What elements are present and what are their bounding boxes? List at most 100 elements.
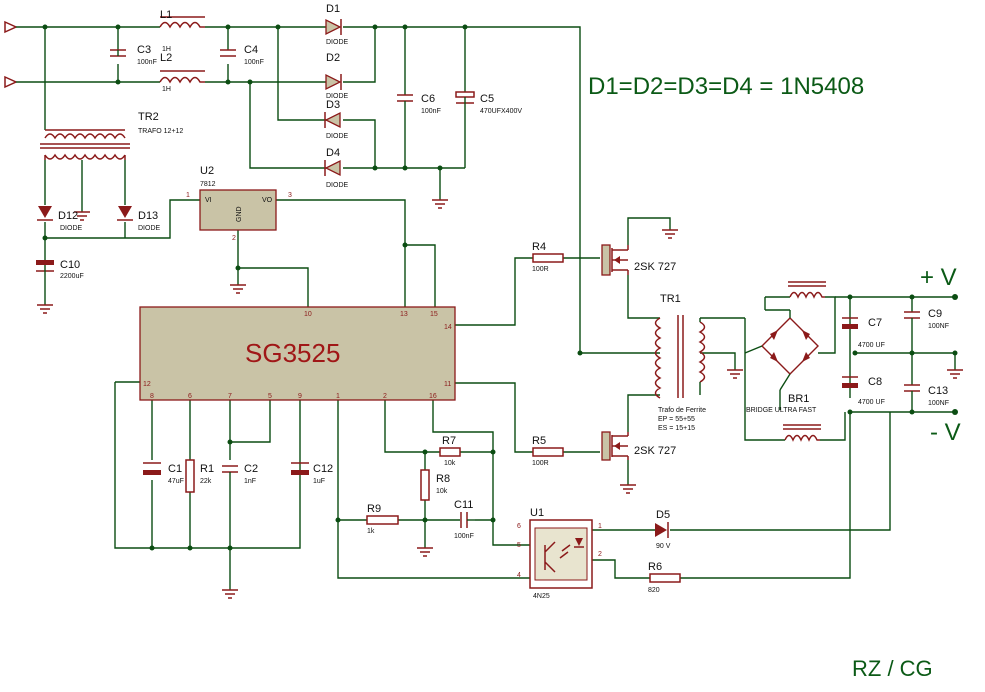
u1-ref: U1	[530, 507, 544, 519]
inductor-l2: L2 1H	[159, 52, 205, 93]
u2-pin3: 3	[288, 192, 292, 199]
tr1-ep: EP = 55+55	[658, 416, 695, 423]
c2-value: 1nF	[244, 478, 256, 485]
capacitor-c12: C12 1uF	[291, 462, 333, 485]
d13-ref: D13	[138, 210, 158, 222]
c3-value: 100nF	[137, 59, 157, 66]
c12-ref: C12	[313, 463, 333, 475]
capacitor-c6: C6 100nF	[397, 93, 441, 115]
u1-pin6: 6	[517, 523, 521, 530]
resistor-r8: R8 10k	[420, 469, 450, 501]
tr1-value: Trafo de Ferrite	[658, 407, 706, 414]
resistor-r5: R5 100R	[532, 435, 564, 467]
c12-value: 1uF	[313, 478, 325, 485]
u2-value: 7812	[200, 181, 216, 188]
ic-pin: 9	[298, 393, 302, 400]
r4-value: 100R	[532, 266, 549, 273]
c10-value: 2200uF	[60, 273, 84, 280]
d2-ref: D2	[326, 52, 340, 64]
u1-pin2: 2	[598, 551, 602, 558]
c2-ref: C2	[244, 463, 258, 475]
ground-symbols	[37, 199, 963, 599]
zener-d5: D5 90 V	[655, 509, 671, 550]
ic-pin: 1	[336, 393, 340, 400]
c3-ref: C3	[137, 44, 151, 56]
u2-pin1: 1	[186, 192, 190, 199]
output-inductor-top	[788, 281, 826, 299]
u1-pin5: 5	[517, 542, 521, 549]
c8-value: 4700 UF	[858, 399, 885, 406]
c7-value: 4700 UF	[858, 342, 885, 349]
q1-value: 2SK 727	[634, 261, 676, 273]
capacitor-c8: C8 4700 UF	[842, 376, 885, 406]
diode-d12: D12 DIODE	[37, 206, 83, 232]
capacitor-c13: C13 100NF	[904, 384, 949, 407]
capacitor-c3: C3 100nF	[110, 44, 157, 66]
c8-ref: C8	[868, 376, 882, 388]
tr1-es: ES = 15+15	[658, 425, 695, 432]
r8-value: 10k	[436, 488, 448, 495]
c9-value: 100NF	[928, 323, 949, 330]
capacitor-c5: C5 470UFX400V	[455, 91, 522, 115]
c11-ref: C11	[454, 499, 473, 511]
d4-value: DIODE	[326, 182, 349, 189]
tr2-value: TRAFO 12+12	[138, 128, 183, 135]
r1-value: 22k	[200, 478, 212, 485]
u2-vi: VI	[205, 197, 212, 204]
c5-value: 470UFX400V	[480, 108, 522, 115]
junction-dots	[42, 24, 958, 551]
transformer-tr2: TR2 TRAFO 12+12	[40, 111, 183, 160]
resistor-r4: R4 100R	[532, 241, 564, 273]
d4-ref: D4	[326, 147, 340, 159]
r6-ref: R6	[648, 561, 662, 573]
resistor-r9: R9 1k	[366, 503, 399, 535]
capacitor-c4: C4 100nF	[220, 44, 264, 66]
bridge-br1: BR1 BRIDGE ULTRA FAST	[744, 309, 819, 414]
minus-v-label: - V	[930, 419, 961, 446]
r5-value: 100R	[532, 460, 549, 467]
r4-ref: R4	[532, 241, 546, 253]
c4-value: 100nF	[244, 59, 264, 66]
ic-title: SG3525	[245, 338, 340, 368]
c4-ref: C4	[244, 44, 258, 56]
r9-ref: R9	[367, 503, 381, 515]
c1-value: 47uF	[168, 478, 184, 485]
u1-pin4: 4	[517, 572, 521, 579]
r5-ref: R5	[532, 435, 546, 447]
u2-gnd: GND	[236, 206, 243, 222]
c5-ref: C5	[480, 93, 494, 105]
d1-ref: D1	[326, 3, 340, 15]
d3-value: DIODE	[326, 133, 349, 140]
l1-value: 1H	[162, 46, 171, 53]
u2-ref: U2	[200, 165, 214, 177]
c9-ref: C9	[928, 308, 942, 320]
regulator-u2: U2 7812 VI VO GND 1 3 2	[186, 165, 292, 242]
ic-pin: 14	[444, 324, 452, 331]
r8-ref: R8	[436, 473, 450, 485]
br1-ref: BR1	[788, 393, 809, 405]
d1-value: DIODE	[326, 39, 349, 46]
l1-ref: L1	[160, 9, 172, 21]
br1-value: BRIDGE ULTRA FAST	[746, 407, 817, 414]
resistor-r6: R6 820	[648, 561, 681, 594]
c11-value: 100nF	[454, 533, 474, 540]
mosfet-q1: 2SK 727	[601, 244, 676, 276]
resistor-r7: R7 10k	[439, 435, 461, 467]
u1-pin1: 1	[598, 523, 602, 530]
ic-pin: 7	[228, 393, 232, 400]
l2-ref: L2	[160, 52, 172, 64]
ic-pin: 16	[429, 393, 437, 400]
capacitor-c1: C1 47uF	[143, 462, 184, 485]
resistor-r1: R1 22k	[185, 459, 214, 493]
capacitor-c7: C7 4700 UF	[842, 317, 885, 349]
d2-value: DIODE	[326, 93, 349, 100]
ic-pin: 5	[268, 393, 272, 400]
r1-ref: R1	[200, 463, 214, 475]
c7-ref: C7	[868, 317, 882, 329]
l2-value: 1H	[162, 86, 171, 93]
diode-d4: D4 DIODE	[324, 147, 349, 189]
inductor-l1: L1 1H	[159, 9, 205, 53]
c10-ref: C10	[60, 259, 80, 271]
ic-pin: 13	[400, 311, 408, 318]
